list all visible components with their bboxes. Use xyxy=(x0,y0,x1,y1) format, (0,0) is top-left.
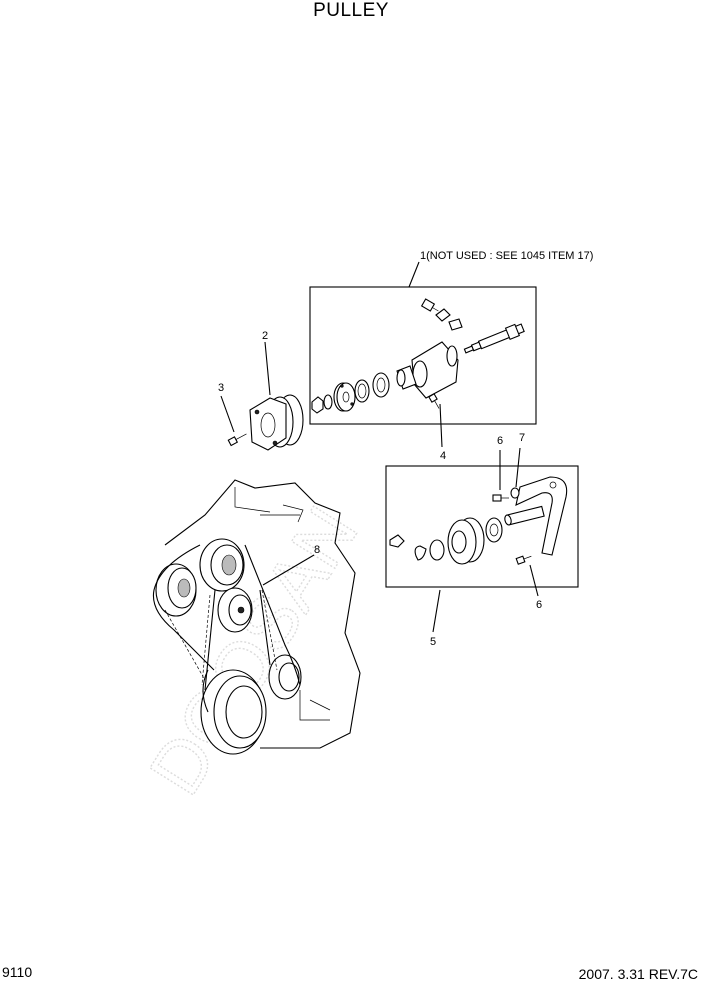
watermark: DOOSAN xyxy=(132,492,374,809)
callout-3: 3 xyxy=(218,382,224,394)
callout-4: 4 xyxy=(440,450,446,462)
svg-text:DOOSAN: DOOSAN xyxy=(133,493,373,809)
assembly-box-5 xyxy=(385,447,579,633)
callout-6-top: 6 xyxy=(497,435,503,447)
callout-7: 7 xyxy=(519,432,525,444)
assembly-box-1 xyxy=(309,261,537,448)
callout-8: 8 xyxy=(314,544,320,556)
callout-1: 1(NOT USED : SEE 1045 ITEM 17) xyxy=(420,250,593,262)
callout-6-bottom: 6 xyxy=(536,599,542,611)
callout-2: 2 xyxy=(262,330,268,342)
engine-front-belt-drive xyxy=(152,479,361,755)
callout-5: 5 xyxy=(430,636,436,648)
revision-label: 2007. 3.31 REV.7C xyxy=(578,966,698,982)
page-number: 9110 xyxy=(2,964,33,980)
part-2-pulley xyxy=(220,341,304,451)
page-title: PULLEY xyxy=(313,0,389,21)
